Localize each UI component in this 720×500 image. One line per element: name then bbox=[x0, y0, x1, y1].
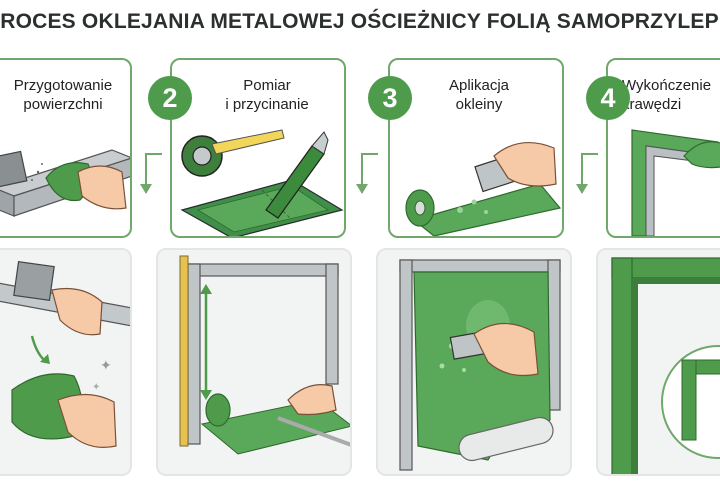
step-3-bottom-illustration bbox=[399, 259, 561, 471]
title-text: PROCES OKLEJANIA METALOWEJ OŚCIEŻNICY FO… bbox=[0, 10, 720, 33]
step-4-top-illustration bbox=[631, 129, 720, 236]
step-2-top-illustration bbox=[180, 129, 344, 236]
step-3-label: Aplikacja okleiny bbox=[448, 77, 510, 113]
connector-arrow-1 bbox=[140, 153, 162, 194]
svg-text:✦: ✦ bbox=[100, 358, 112, 374]
svg-text:✦: ✦ bbox=[92, 382, 100, 393]
step-1-label: Przygotowanie powierzchni bbox=[13, 77, 113, 113]
step-2-bottom-panel bbox=[156, 248, 352, 476]
step-2-number-badge: 2 bbox=[148, 76, 192, 120]
step-4-label: Wykończenie krawędzi bbox=[622, 77, 712, 113]
step-1-top-illustration bbox=[0, 149, 130, 217]
step-2-label: Pomiar i przycinanie bbox=[225, 77, 309, 113]
connector-arrow-3 bbox=[576, 153, 598, 194]
step-1-bottom-illustration: ✦ ✦ bbox=[0, 260, 130, 448]
step-3-top-panel: Aplikacja okleiny bbox=[388, 58, 564, 238]
connector-arrow-2 bbox=[356, 153, 378, 194]
step-1-bottom-panel: ✦ ✦ bbox=[0, 248, 132, 476]
step-2-bottom-illustration bbox=[179, 255, 350, 455]
diagram-title: PROCES OKLEJANIA METALOWEJ OŚCIEŻNICY FO… bbox=[0, 6, 720, 42]
step-2-top-panel: Pomiar i przycinanie bbox=[170, 58, 346, 238]
step-4-bottom-panel bbox=[596, 248, 720, 476]
step-3-number-badge: 3 bbox=[368, 76, 412, 120]
step-3-bottom-panel bbox=[376, 248, 572, 476]
step-4-number-badge: 4 bbox=[586, 76, 630, 120]
step-1-top-panel: Przygotowanie powierzchni bbox=[0, 58, 132, 238]
step-3-top-illustration bbox=[405, 142, 562, 236]
step-4-bottom-illustration bbox=[611, 257, 720, 474]
